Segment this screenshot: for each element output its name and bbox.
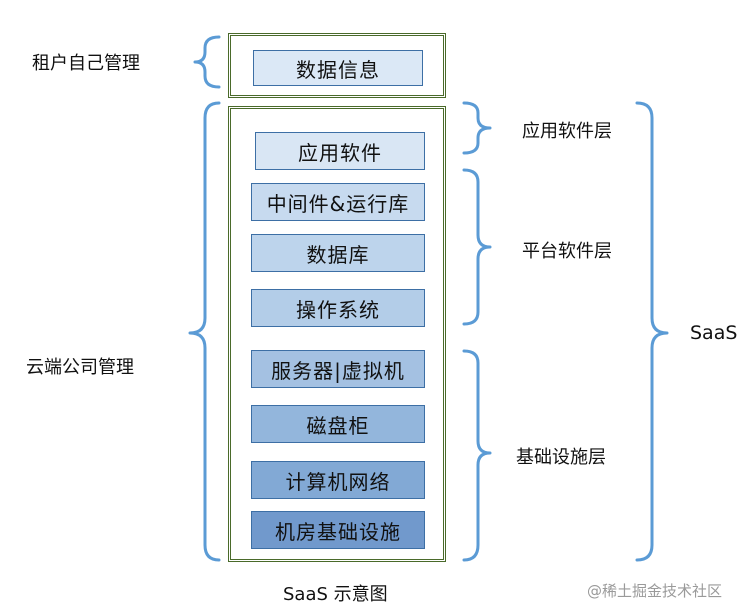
cloud-managed-label: 云端公司管理 bbox=[26, 357, 134, 378]
app-layer-label: 应用软件层 bbox=[522, 121, 612, 142]
tenant-bracket bbox=[193, 35, 221, 89]
cloud-bracket bbox=[188, 101, 221, 562]
operating-system-label: 操作系统 bbox=[296, 297, 380, 322]
disk-cabinet-label: 磁盘柜 bbox=[306, 413, 370, 438]
app-layer-bracket bbox=[462, 101, 492, 155]
app-software-box: 应用软件 bbox=[255, 132, 425, 170]
cloud-stack-frame: 应用软件 中间件&运行库 数据库 操作系统 服务器|虚拟机 磁盘柜 计算机网络 … bbox=[228, 106, 446, 562]
disk-cabinet-box: 磁盘柜 bbox=[251, 405, 425, 443]
diagram-caption: SaaS 示意图 bbox=[283, 584, 388, 605]
middleware-runtime-box: 中间件&运行库 bbox=[251, 183, 425, 221]
tenant-managed-label: 租户自己管理 bbox=[32, 53, 140, 74]
datacenter-infra-box: 机房基础设施 bbox=[251, 511, 425, 549]
datacenter-infra-label: 机房基础设施 bbox=[275, 519, 401, 544]
middleware-runtime-label: 中间件&运行库 bbox=[266, 191, 410, 216]
server-vm-box: 服务器|虚拟机 bbox=[251, 350, 425, 388]
data-info-box: 数据信息 bbox=[253, 50, 423, 86]
platform-layer-label: 平台软件层 bbox=[522, 241, 612, 262]
data-info-label: 数据信息 bbox=[296, 57, 380, 82]
computer-network-label: 计算机网络 bbox=[285, 469, 391, 494]
saas-label: SaaS bbox=[690, 322, 738, 344]
infra-layer-bracket bbox=[462, 349, 492, 562]
app-software-label: 应用软件 bbox=[298, 140, 382, 165]
database-box: 数据库 bbox=[251, 234, 425, 272]
operating-system-box: 操作系统 bbox=[251, 289, 425, 327]
tenant-frame: 数据信息 bbox=[228, 33, 446, 98]
computer-network-box: 计算机网络 bbox=[251, 461, 425, 499]
infra-layer-label: 基础设施层 bbox=[516, 447, 606, 468]
server-vm-label: 服务器|虚拟机 bbox=[271, 358, 405, 383]
watermark: @稀土掘金技术社区 bbox=[587, 582, 723, 600]
platform-layer-bracket bbox=[462, 168, 492, 326]
saas-bracket bbox=[635, 101, 669, 562]
database-label: 数据库 bbox=[306, 242, 370, 267]
